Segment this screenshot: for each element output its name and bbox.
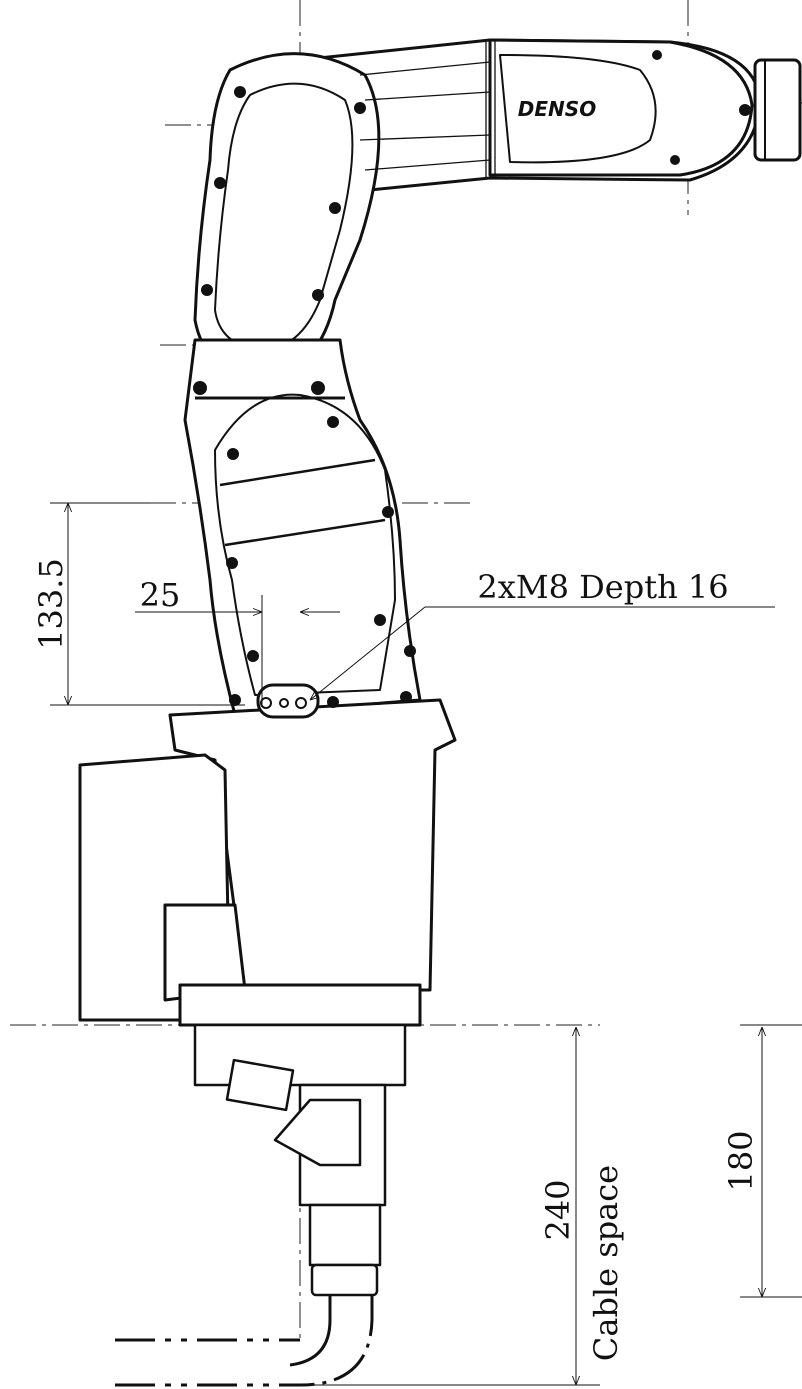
robot-lower-arm [183, 338, 422, 717]
cable-space-label: Cable space [587, 1165, 625, 1361]
dimension-label-240: 240 [539, 1179, 577, 1240]
dimension-180 [740, 1024, 802, 1298]
dimension-240 [300, 1027, 600, 1386]
dimension-label-180: 180 [722, 1130, 760, 1191]
tap-callout-label: 2xM8 Depth 16 [477, 568, 728, 606]
dimension-label-25: 25 [140, 576, 181, 614]
tap-callout-leader [310, 606, 775, 700]
dimension-133-5 [50, 502, 245, 706]
cable-connector [193, 1023, 407, 1387]
dimension-25 [135, 595, 340, 705]
cable-phantom-lines [115, 1338, 300, 1387]
tap-holes [260, 697, 307, 709]
bolt-holes [193, 50, 751, 708]
robot-upper-arm [193, 38, 802, 380]
lower-arm-stripes [219, 458, 386, 547]
forearm-detail-lines [359, 40, 496, 178]
robot-base [78, 683, 457, 1027]
dimension-label-133-5: 133.5 [32, 558, 70, 650]
brand-logo: DENSO [518, 97, 596, 121]
